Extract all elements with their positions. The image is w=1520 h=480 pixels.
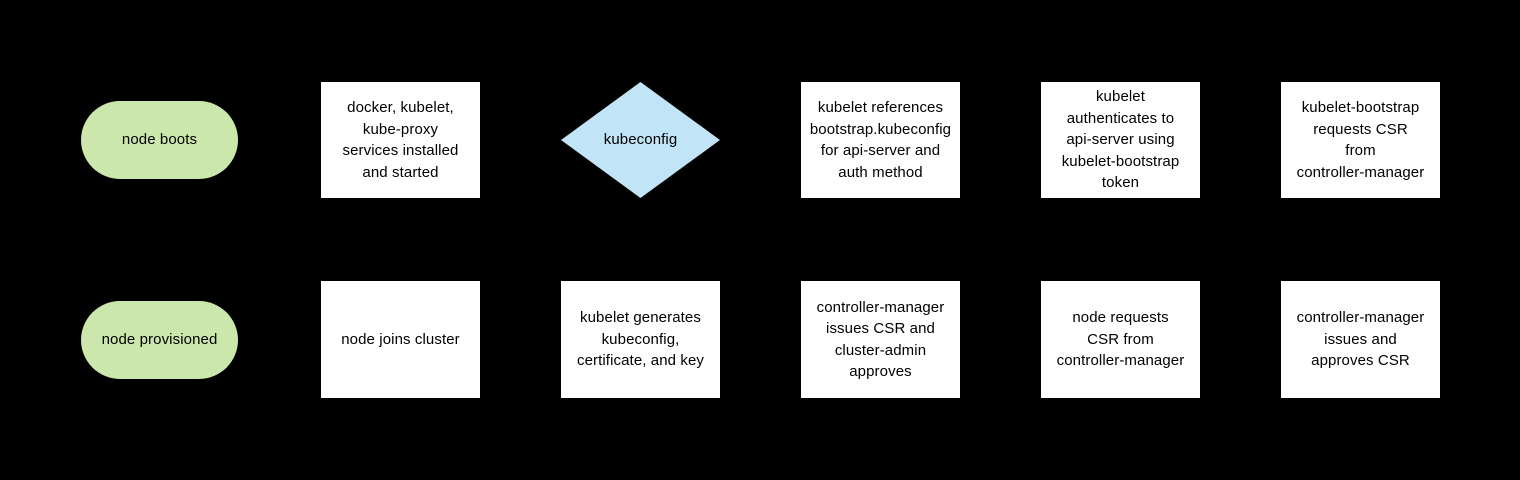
flow-node-label: kubeconfig (603, 131, 678, 149)
flow-node-kubelet-references-bootstrap[interactable]: kubelet references bootstrap.kubeconfig … (801, 82, 960, 198)
flow-node-label: kubelet generates kubeconfig, certificat… (576, 309, 705, 370)
flow-node-label: node joins cluster (341, 330, 460, 348)
flow-node-kubeconfig-decision[interactable]: kubeconfig (561, 82, 720, 198)
flow-node-node-requests-csr[interactable]: node requests CSR from controller-manage… (1041, 281, 1200, 398)
flow-node-label: kubelet authenticates to api-server usin… (1061, 88, 1180, 192)
flow-node-label: controller-manager issues and approves C… (1296, 309, 1425, 370)
flow-node-kubelet-bootstrap-requests-csr[interactable]: kubelet-bootstrap requests CSR from cont… (1281, 82, 1440, 198)
flow-node-kubelet-generates-kubeconfig[interactable]: kubelet generates kubeconfig, certificat… (561, 281, 720, 398)
flow-node-node-provisioned[interactable]: node provisioned (81, 301, 238, 379)
flow-node-label: kubelet references bootstrap.kubeconfig … (809, 99, 952, 181)
flow-node-label: node provisioned (101, 331, 218, 349)
flow-node-label: docker, kubelet, kube-proxy services ins… (342, 99, 459, 181)
flow-node-node-boots[interactable]: node boots (81, 101, 238, 179)
flow-node-node-joins-cluster[interactable]: node joins cluster (321, 281, 480, 398)
flow-node-kubelet-authenticates[interactable]: kubelet authenticates to api-server usin… (1041, 82, 1200, 198)
flow-node-label: kubelet-bootstrap requests CSR from cont… (1296, 99, 1425, 181)
flow-node-label: node boots (121, 131, 198, 149)
flow-node-controller-manager-issues-approves[interactable]: controller-manager issues and approves C… (1281, 281, 1440, 398)
flow-node-label: controller-manager issues CSR and cluste… (816, 298, 945, 381)
flow-node-controller-manager-issues-csr[interactable]: controller-manager issues CSR and cluste… (801, 281, 960, 398)
flow-node-services-installed[interactable]: docker, kubelet, kube-proxy services ins… (321, 82, 480, 198)
flow-node-label: node requests CSR from controller-manage… (1056, 309, 1185, 370)
